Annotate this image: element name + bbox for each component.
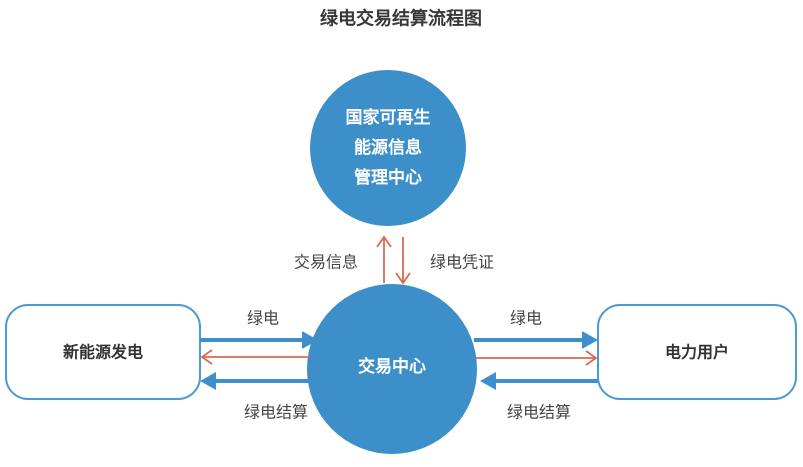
arrow-left-power-head <box>302 331 318 349</box>
label-left-settle: 绿电结算 <box>244 403 308 422</box>
label-left-power: 绿电 <box>247 309 279 328</box>
arrow-left-red <box>200 349 310 365</box>
diagram-title: 绿电交易结算流程图 <box>320 8 482 30</box>
arrow-right-power <box>474 331 598 349</box>
label-right-power: 绿电 <box>510 309 542 328</box>
node-consumer: 电力用户 <box>597 304 797 400</box>
arrow-left-settle <box>200 372 310 390</box>
arrow-left-power <box>200 331 318 349</box>
nea-center-circle <box>310 70 466 226</box>
arrow-info-up-head <box>376 235 392 248</box>
arrow-info-up <box>376 235 392 283</box>
arrow-left-red-head <box>200 349 213 365</box>
arrow-right-red <box>476 350 598 366</box>
arrow-left-settle-head <box>200 372 216 390</box>
generator-box <box>5 304 201 400</box>
consumer-box <box>597 304 797 400</box>
arrow-cert-down-head <box>395 272 411 285</box>
node-nea-center: 国家可再生 能源信息 管理中心 <box>310 70 466 226</box>
arrow-right-red-head <box>585 350 598 366</box>
arrow-right-settle-head <box>480 372 496 390</box>
nea-center-line-1: 国家可再生 <box>346 107 431 128</box>
node-trading-center: 交易中心 <box>307 284 477 454</box>
node-generator: 新能源发电 <box>5 304 201 400</box>
arrow-right-settle <box>480 372 598 390</box>
trading-center-circle <box>307 284 477 454</box>
consumer-label: 电力用户 <box>665 343 729 362</box>
trading-center-label: 交易中心 <box>358 356 426 377</box>
nea-center-line-2: 能源信息 <box>354 137 422 158</box>
arrow-right-power-head <box>582 331 598 349</box>
label-right-settle: 绿电结算 <box>507 403 571 422</box>
generator-label: 新能源发电 <box>63 343 143 362</box>
arrow-cert-down <box>395 237 411 285</box>
label-info-up: 交易信息 <box>294 253 358 272</box>
nea-center-line-3: 管理中心 <box>354 167 422 188</box>
label-cert-down: 绿电凭证 <box>430 253 494 272</box>
